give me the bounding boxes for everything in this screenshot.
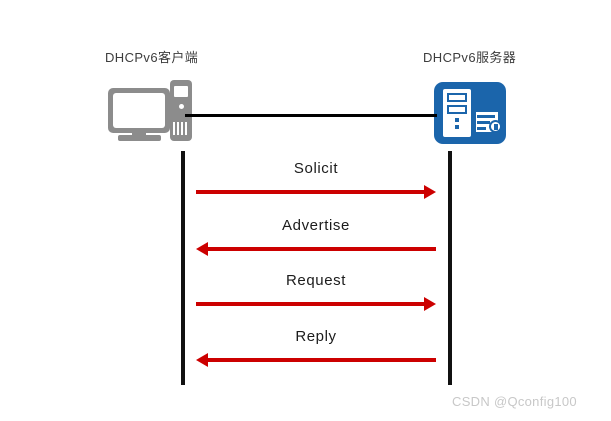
desktop-computer-icon [108, 80, 192, 142]
message-arrow-advertise [196, 242, 436, 256]
server-rack-icon [434, 82, 506, 144]
message-arrow-request [196, 297, 436, 311]
server-lifeline [448, 151, 452, 385]
monitor-screen [113, 93, 165, 128]
monitor-stand [118, 135, 161, 141]
client-lifeline [181, 151, 185, 385]
arrow-head-right-icon [424, 297, 436, 311]
message-request: Request [196, 272, 436, 316]
server-bay-bottom [447, 105, 467, 114]
tower-drive-slot [174, 86, 188, 97]
watermark-text: CSDN @Qconfig100 [452, 394, 577, 409]
message-solicit: Solicit [196, 160, 436, 204]
server-card-line-3 [477, 127, 486, 130]
message-arrow-solicit [196, 185, 436, 199]
tower-power-button-icon [179, 104, 184, 109]
tower-vents [173, 122, 189, 135]
message-reply: Reply [196, 328, 436, 372]
server-bay-top [447, 93, 467, 102]
arrow-shaft [196, 302, 426, 306]
message-label-advertise: Advertise [282, 217, 350, 234]
server-card-line-1 [477, 115, 495, 118]
arrow-head-left-icon [196, 353, 208, 367]
message-advertise: Advertise [196, 217, 436, 261]
server-card-line-2 [477, 121, 490, 124]
arrow-shaft [196, 190, 426, 194]
arrow-head-left-icon [196, 242, 208, 256]
message-label-reply: Reply [295, 328, 337, 345]
message-arrow-reply [196, 353, 436, 367]
monitor-neck [132, 131, 146, 136]
server-badge-icon [489, 120, 502, 133]
arrow-head-right-icon [424, 185, 436, 199]
arrow-shaft [206, 247, 436, 251]
network-link-line [185, 114, 437, 117]
message-label-solicit: Solicit [293, 160, 339, 177]
server-node-label: DHCPv6服务器 [423, 50, 517, 65]
server-led-bottom [455, 125, 459, 129]
server-led-top [455, 118, 459, 122]
arrow-shaft [206, 358, 436, 362]
client-node-label: DHCPv6客户端 [105, 50, 199, 65]
message-label-request: Request [285, 272, 347, 289]
